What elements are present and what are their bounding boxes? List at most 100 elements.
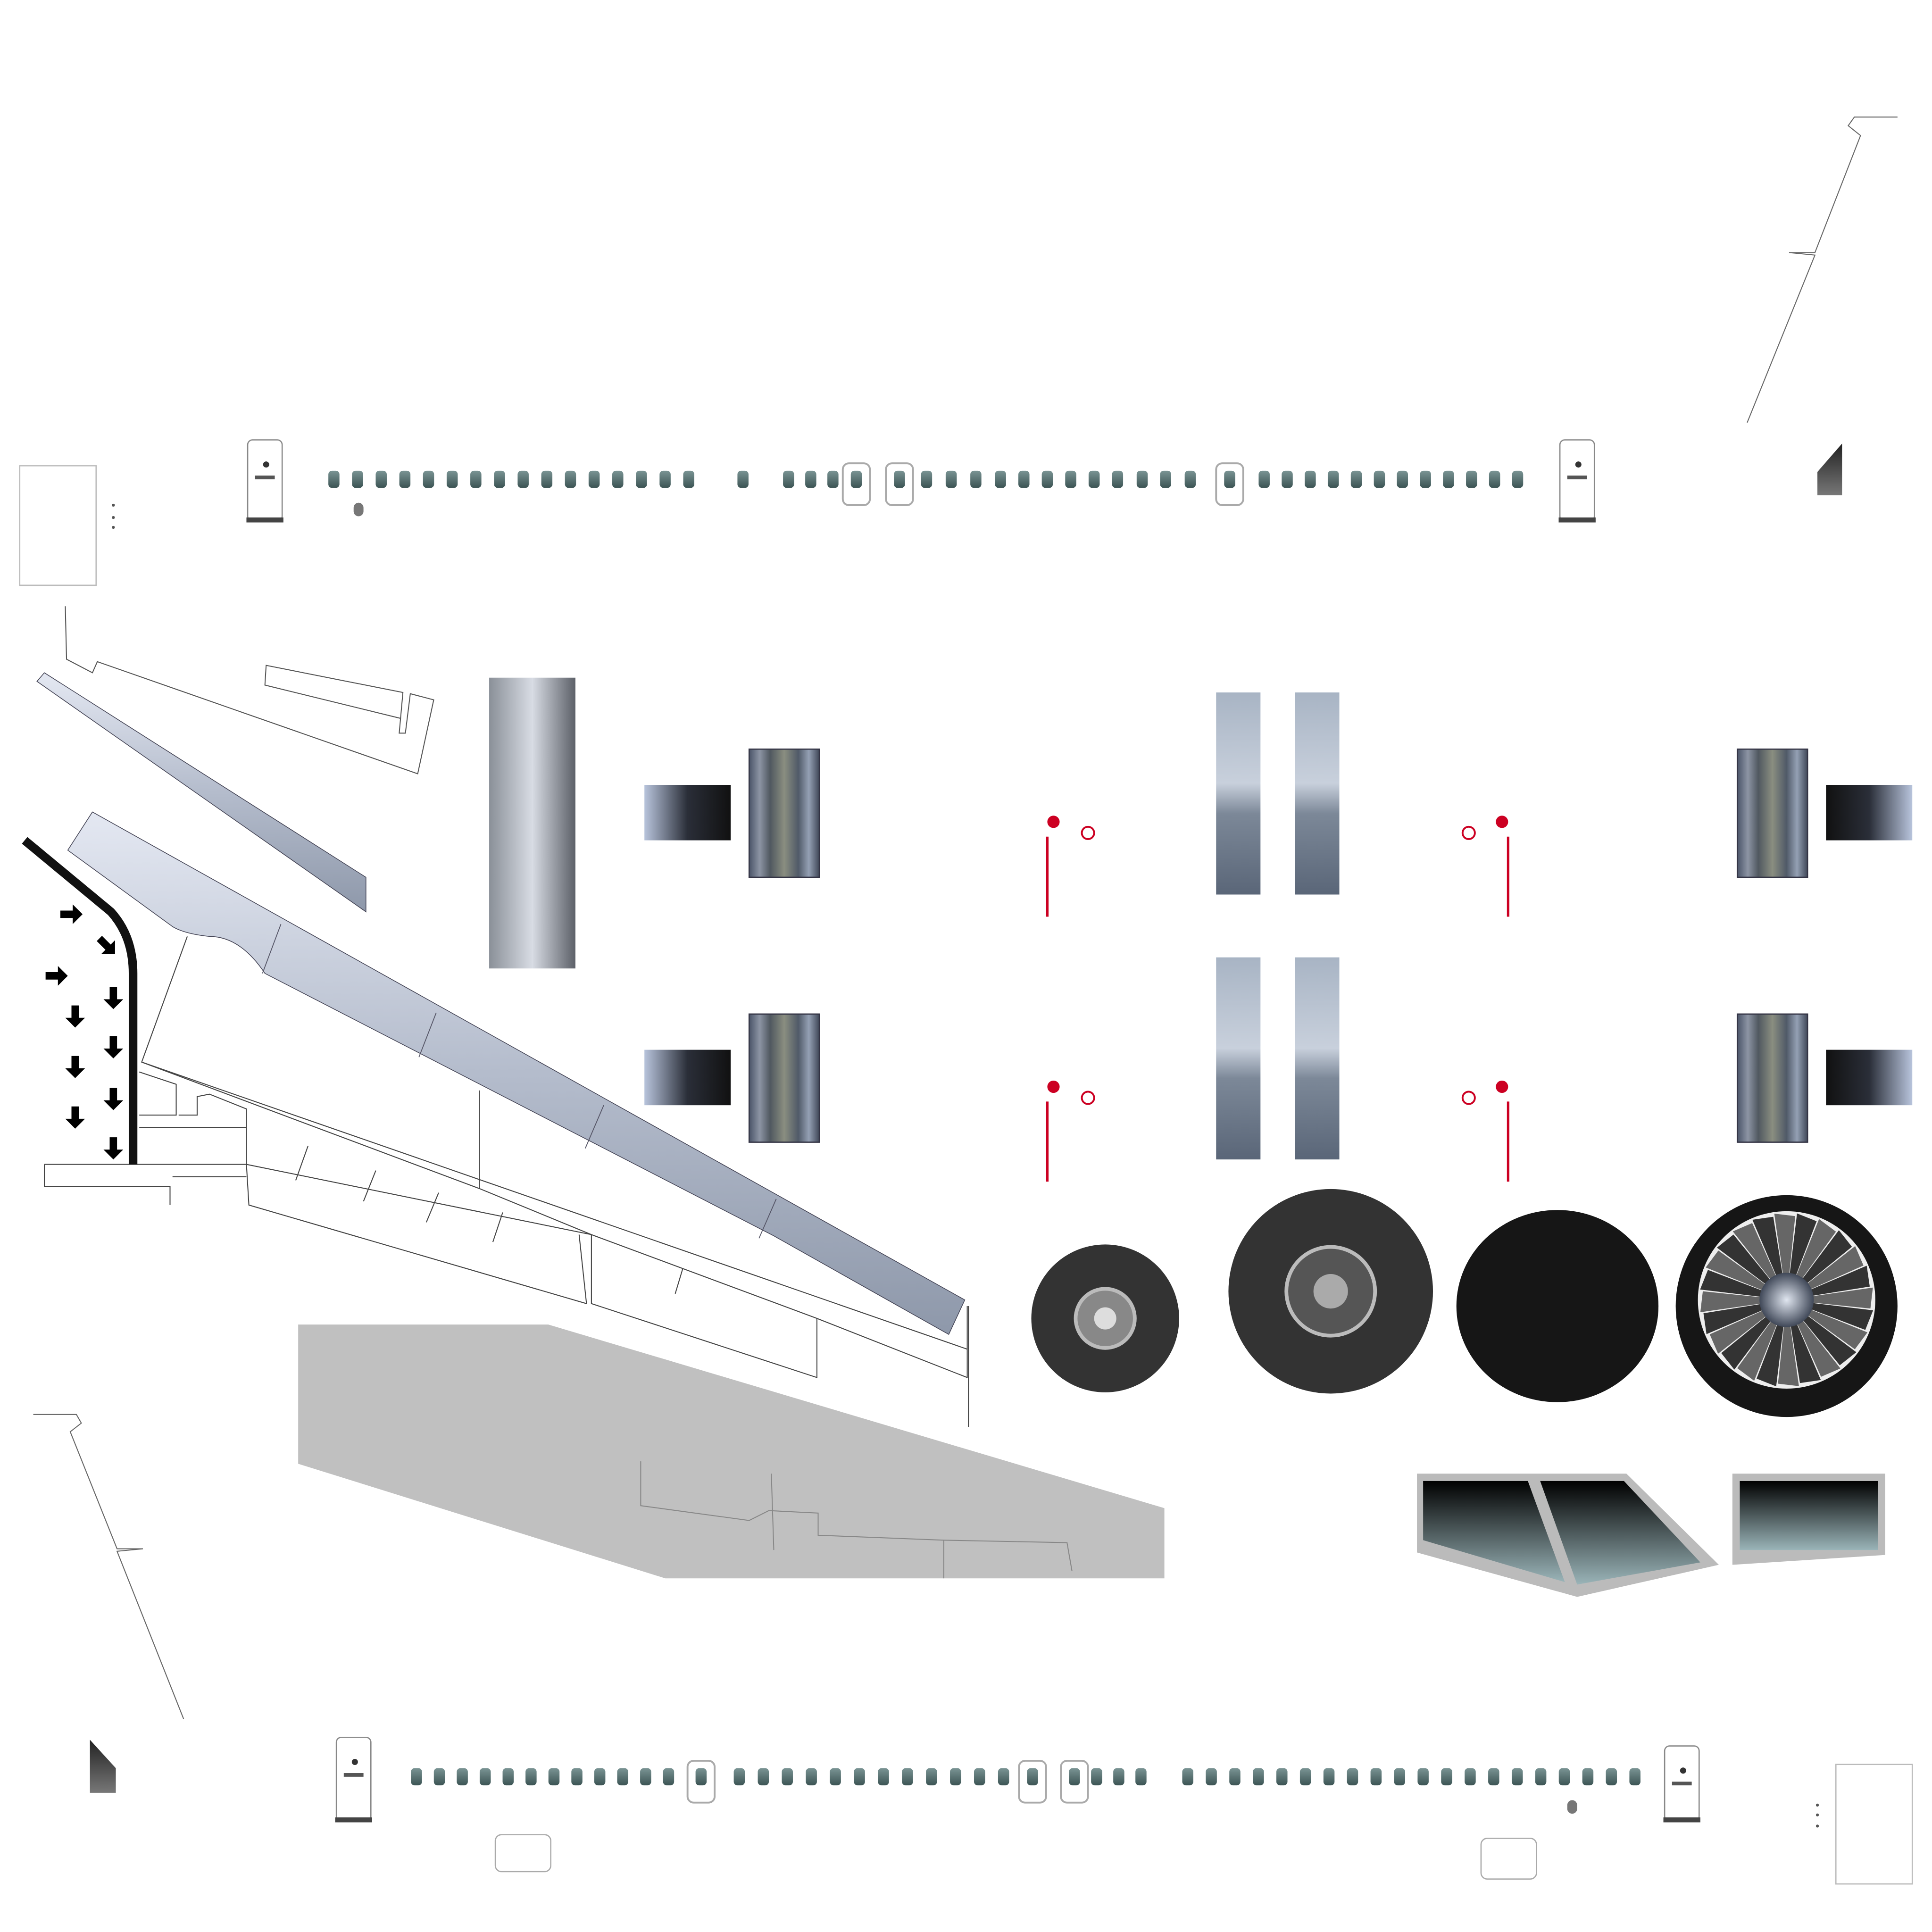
- window: [974, 1768, 985, 1786]
- arrow-icon: [45, 966, 68, 986]
- window: [1489, 470, 1500, 488]
- window: [375, 470, 387, 488]
- window: [1065, 470, 1076, 488]
- door[interactable]: [335, 1736, 372, 1822]
- arrow-icon: [103, 1088, 124, 1110]
- emergency-exit[interactable]: [686, 1759, 716, 1804]
- window: [1511, 1768, 1523, 1786]
- fan-blade: [1700, 1291, 1787, 1313]
- window: [1374, 470, 1385, 488]
- arrow-icon: [65, 1005, 85, 1028]
- panel-outline-right: [1835, 1764, 1913, 1885]
- fuselage-window-row-bottom: [335, 1736, 1700, 1823]
- window: [1253, 1768, 1264, 1786]
- no-step-icon: [1461, 1091, 1476, 1105]
- door-handle-icon: [351, 1758, 358, 1765]
- window: [758, 1768, 769, 1786]
- window: [1327, 470, 1339, 488]
- window: [1206, 1768, 1217, 1786]
- emergency-exit[interactable]: [885, 462, 914, 506]
- arrow-icon: [103, 1137, 124, 1160]
- warning-markers: [1046, 816, 1509, 1182]
- engine-nacelle-panels: [644, 748, 1913, 1143]
- window: [1160, 470, 1171, 488]
- hatch-outline[interactable]: [1480, 1838, 1537, 1880]
- window: [1535, 1768, 1547, 1786]
- window: [1465, 1768, 1476, 1786]
- engine-cylinder: [489, 677, 575, 969]
- nose-wheel: [1031, 1244, 1179, 1392]
- window: [998, 1768, 1009, 1786]
- door-handle-icon: [1672, 1782, 1692, 1786]
- window: [926, 1768, 937, 1786]
- arrow-icons: [45, 904, 124, 1160]
- engine-fan-icon: [1675, 1195, 1898, 1417]
- window: [1276, 1768, 1288, 1786]
- window: [1420, 470, 1431, 488]
- landing-gear-struts: [1216, 692, 1340, 1160]
- emergency-exit[interactable]: [841, 462, 871, 506]
- stabilizer-leading-edge: [36, 672, 366, 913]
- window: [1347, 1768, 1358, 1786]
- window: [328, 470, 340, 488]
- door[interactable]: [247, 439, 283, 522]
- window: [995, 470, 1006, 488]
- window: [1466, 470, 1477, 488]
- window: [446, 470, 458, 488]
- window: [1323, 1768, 1335, 1786]
- main-wheel: [1228, 1189, 1433, 1394]
- wing-leading-edge-slats: [67, 811, 966, 1335]
- door-handle-icon: [1680, 1767, 1686, 1774]
- window: [541, 470, 553, 488]
- window: [921, 470, 933, 488]
- emergency-exit[interactable]: [1215, 462, 1244, 506]
- arrow-icon: [60, 904, 83, 924]
- window: [1224, 470, 1235, 488]
- window: [612, 470, 624, 488]
- window: [1135, 1768, 1147, 1786]
- wing-panel: [298, 1324, 1165, 1579]
- window: [827, 470, 839, 488]
- window: [970, 470, 982, 488]
- marker-dot: [1047, 816, 1060, 828]
- no-step-icon: [1461, 825, 1476, 840]
- arrow-icon: [103, 987, 124, 1009]
- door-sill: [335, 1817, 372, 1823]
- window: [945, 470, 957, 488]
- door-sill: [1558, 517, 1596, 523]
- window: [902, 1768, 913, 1786]
- window: [1397, 470, 1408, 488]
- emergency-exit[interactable]: [1018, 1759, 1047, 1804]
- window: [1370, 1768, 1382, 1786]
- window: [695, 1768, 707, 1786]
- window: [1112, 470, 1124, 488]
- window: [894, 470, 905, 488]
- window: [399, 470, 411, 488]
- fan-blade: [1778, 1299, 1799, 1386]
- no-step-icon: [1081, 825, 1095, 840]
- arrow-icon: [103, 1036, 124, 1058]
- window: [571, 1768, 583, 1786]
- door-handle-icon: [343, 1773, 364, 1777]
- engine-intake-dark: [1456, 1210, 1659, 1402]
- window: [683, 470, 694, 488]
- window: [594, 1768, 606, 1786]
- panel-outline-left: [19, 465, 97, 586]
- emergency-exit[interactable]: [1060, 1759, 1089, 1804]
- fan-blade: [1786, 1287, 1873, 1309]
- window: [588, 470, 600, 488]
- window: [878, 1768, 889, 1786]
- door[interactable]: [1559, 439, 1595, 522]
- slat-dividers: [262, 924, 777, 1239]
- window: [352, 470, 363, 488]
- hatch-outline[interactable]: [494, 1834, 551, 1873]
- wingtip-top: [1817, 443, 1842, 496]
- window: [636, 470, 647, 488]
- door-handle-icon: [255, 475, 275, 480]
- window: [548, 1768, 560, 1786]
- window: [1350, 470, 1362, 488]
- marker-dot: [1496, 816, 1508, 828]
- fan-blade: [1774, 1214, 1796, 1300]
